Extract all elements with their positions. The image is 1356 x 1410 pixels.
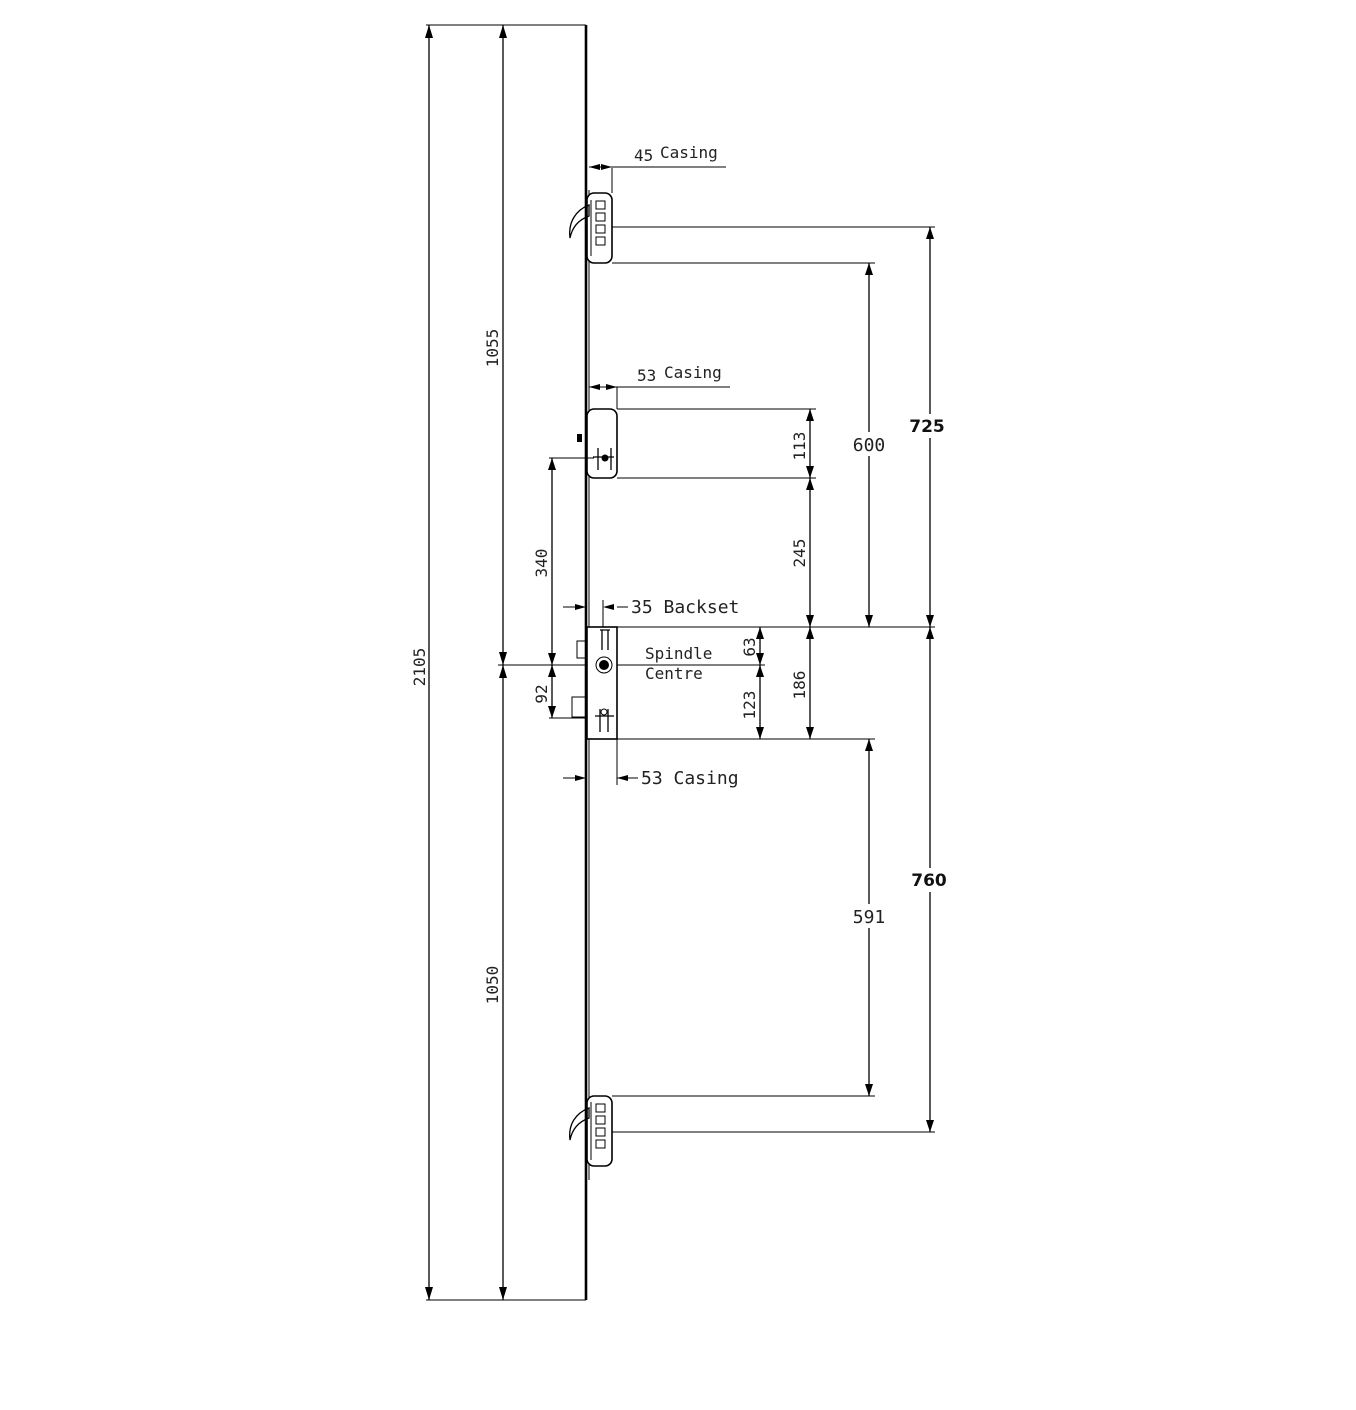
top-casing-number: 45 bbox=[634, 146, 653, 165]
dim-2105-label: 2105 bbox=[410, 648, 429, 687]
main-lock-body bbox=[571, 626, 618, 740]
dimension-column-552: 340 92 bbox=[532, 457, 604, 719]
centre-casing-number: 53 bbox=[637, 366, 656, 385]
backset-label: 35 Backset bbox=[631, 597, 739, 618]
dim-1055-label: 1055 bbox=[483, 329, 502, 368]
spindle-label-line2: Centre bbox=[645, 664, 703, 683]
dim-340-label: 340 bbox=[532, 549, 551, 578]
dim-760-label: 760 bbox=[911, 871, 947, 891]
centre-casing-dimension: 53 Casing bbox=[589, 363, 730, 409]
top-casing-dimension: 45 Casing bbox=[589, 143, 726, 193]
centre-deadbolt-casing bbox=[577, 408, 618, 479]
dimension-column-869: 600 591 bbox=[612, 262, 935, 1097]
dim-245-label: 245 bbox=[790, 539, 809, 568]
dim-600-label: 600 bbox=[853, 435, 886, 456]
dim-63-label: 63 bbox=[740, 637, 759, 656]
dim-113-label: 113 bbox=[790, 432, 809, 461]
dim-186-label: 186 bbox=[790, 671, 809, 700]
dimension-column-930: 725 760 bbox=[612, 226, 948, 1133]
dim-123-label: 123 bbox=[740, 691, 759, 720]
dimension-column-760: 63 123 bbox=[740, 627, 764, 739]
top-casing-word: Casing bbox=[660, 143, 718, 162]
spindle-label-line1: Spindle bbox=[645, 644, 712, 663]
dim-92-label: 92 bbox=[532, 684, 551, 703]
centre-casing-word: Casing bbox=[664, 363, 722, 382]
dim-1050-label: 1050 bbox=[483, 966, 502, 1005]
dimension-column-810: 113 245 186 bbox=[617, 408, 816, 739]
dim-591-label: 591 bbox=[853, 907, 886, 928]
spindle-centre-label: Spindle Centre bbox=[645, 644, 712, 683]
lower-casing-label: 53 Casing bbox=[641, 768, 739, 789]
lower-casing-dimension: 53 Casing bbox=[563, 739, 739, 789]
spindle-height-dimension: 1055 1050 bbox=[483, 25, 765, 1300]
dim-725-label: 725 bbox=[909, 417, 945, 437]
top-hook-casing bbox=[569, 192, 613, 264]
overall-height-dimension: 2105 bbox=[410, 24, 586, 1301]
bottom-hook-casing bbox=[569, 1095, 613, 1167]
backset-dimension: 35 Backset bbox=[563, 597, 739, 627]
